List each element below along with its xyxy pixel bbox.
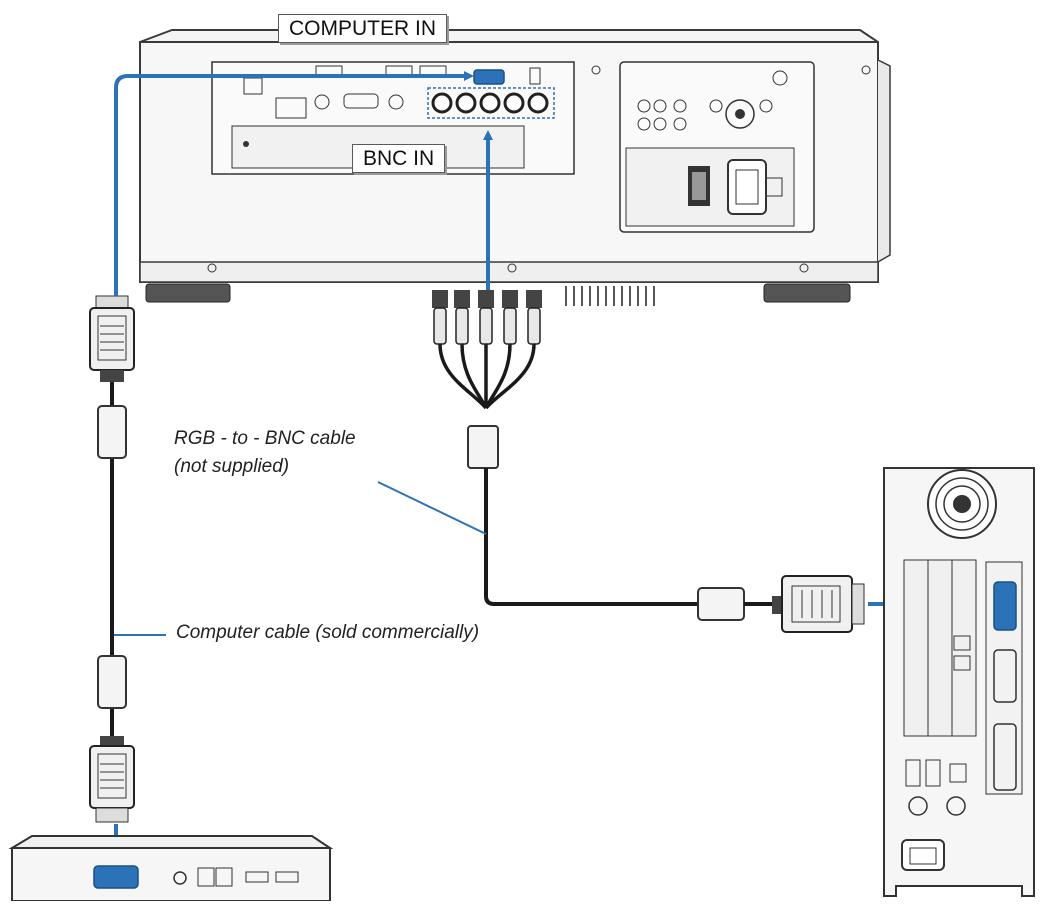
ferrite-core-icon xyxy=(97,405,127,459)
projector-icon xyxy=(139,29,891,306)
rgb-bnc-cable-caption-line1: RGB - to - BNC cable xyxy=(174,428,356,449)
ferrite-core-icon xyxy=(697,587,745,621)
vga-connector-icon xyxy=(772,575,865,633)
ferrite-core-icon xyxy=(467,425,499,469)
vga-connector-icon xyxy=(89,295,135,382)
bnc-in-callout: BNC IN xyxy=(352,144,446,173)
computer-in-callout: COMPUTER IN xyxy=(278,14,447,43)
vga-connector-icon xyxy=(89,736,135,823)
signal-arrow-computer-in xyxy=(114,71,474,296)
ferrite-core-icon xyxy=(97,655,127,709)
computer-cable-caption: Computer cable (sold commercially) xyxy=(176,622,480,643)
bnc-connector-icon xyxy=(432,290,542,345)
computer-cable xyxy=(89,295,166,823)
rgb-to-bnc-cable xyxy=(377,290,865,633)
desktop-pc-icon xyxy=(883,467,1035,897)
rgb-bnc-cable-caption-line2: (not supplied) xyxy=(174,456,290,477)
laptop-icon xyxy=(8,835,334,902)
